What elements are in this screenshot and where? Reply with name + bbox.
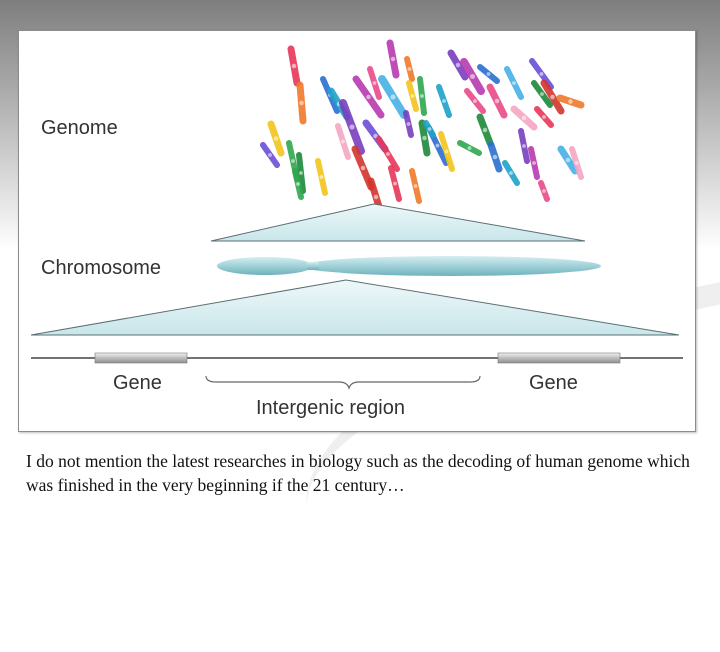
karyotype-centromere <box>473 99 477 103</box>
karyotype-centromere <box>386 152 390 156</box>
genome-chromosome-spread <box>260 39 585 217</box>
label-intergenic-region: Intergenic region <box>256 397 405 419</box>
karyotype-centromere <box>349 124 355 130</box>
karyotype-centromere <box>442 99 446 103</box>
karyotype-centromere <box>455 62 461 68</box>
karyotype-centromere <box>494 98 500 104</box>
karyotype-centromere <box>406 122 411 126</box>
chromosome-shape <box>217 256 601 276</box>
karyotype-centromere <box>422 135 427 141</box>
karyotype-centromere <box>407 67 412 71</box>
karyotype-centromere <box>540 92 544 96</box>
karyotype-centromere <box>273 136 279 141</box>
karyotype-centromere <box>539 72 544 76</box>
karyotype-centromere <box>486 72 491 76</box>
karyotype-centromere <box>512 81 516 85</box>
zoom-wedge-chromosome-to-dna <box>30 279 680 336</box>
karyotype-centromere <box>444 149 449 154</box>
karyotype-centromere <box>373 194 379 200</box>
karyotype-centromere <box>291 63 297 69</box>
slide-caption-text: I do not mention the latest researches i… <box>26 451 690 495</box>
karyotype-centromere <box>574 161 579 165</box>
karyotype-centromere <box>319 175 324 179</box>
karyotype-centromere <box>360 165 366 171</box>
zoom-wedge-genome-to-chromosome <box>210 203 586 242</box>
karyotype-centromere <box>390 56 396 62</box>
karyotype-centromere <box>372 81 377 85</box>
karyotype-centromere <box>413 184 418 188</box>
karyotype-centromere <box>299 100 304 106</box>
karyotype-centromere <box>542 115 546 119</box>
intergenic-brace <box>205 375 481 390</box>
gene-box-right <box>497 352 621 364</box>
karyotype-centromere <box>482 127 488 133</box>
karyotype-centromere <box>550 94 555 100</box>
gene-box-left <box>94 352 188 364</box>
karyotype-centromere <box>299 171 303 175</box>
label-gene-right: Gene <box>529 372 578 394</box>
karyotype-centromere <box>522 144 526 148</box>
diagram-panel: Genome Chromosome Gene Gene Intergenic r… <box>18 30 696 432</box>
karyotype-centromere <box>532 161 536 165</box>
karyotype-centromere <box>492 154 498 160</box>
karyotype-centromere <box>393 181 397 186</box>
label-genome: Genome <box>41 117 118 139</box>
karyotype-centromere <box>420 94 424 98</box>
karyotype-centromere <box>542 189 546 193</box>
karyotype-centromere <box>268 153 272 157</box>
karyotype-centromere <box>565 157 571 163</box>
karyotype-centromere <box>366 94 371 100</box>
karyotype-centromere <box>435 143 440 148</box>
genome-diagram: Genome Chromosome Gene Gene Intergenic r… <box>30 39 683 419</box>
label-chromosome: Chromosome <box>41 257 161 279</box>
karyotype-centromere <box>296 182 300 186</box>
karyotype-centromere <box>568 99 573 104</box>
karyotype-centromere <box>427 127 432 131</box>
karyotype-centromere <box>390 94 396 100</box>
karyotype-centromere <box>410 94 415 98</box>
karyotype-centromere <box>469 73 476 80</box>
karyotype-centromere <box>467 146 472 150</box>
karyotype-centromere <box>373 133 378 139</box>
karyotype-centromere <box>509 171 513 175</box>
karyotype-centromere <box>291 159 295 163</box>
karyotype-centromere <box>521 115 527 121</box>
label-gene-left: Gene <box>113 372 162 394</box>
karyotype-centromere <box>341 139 345 144</box>
